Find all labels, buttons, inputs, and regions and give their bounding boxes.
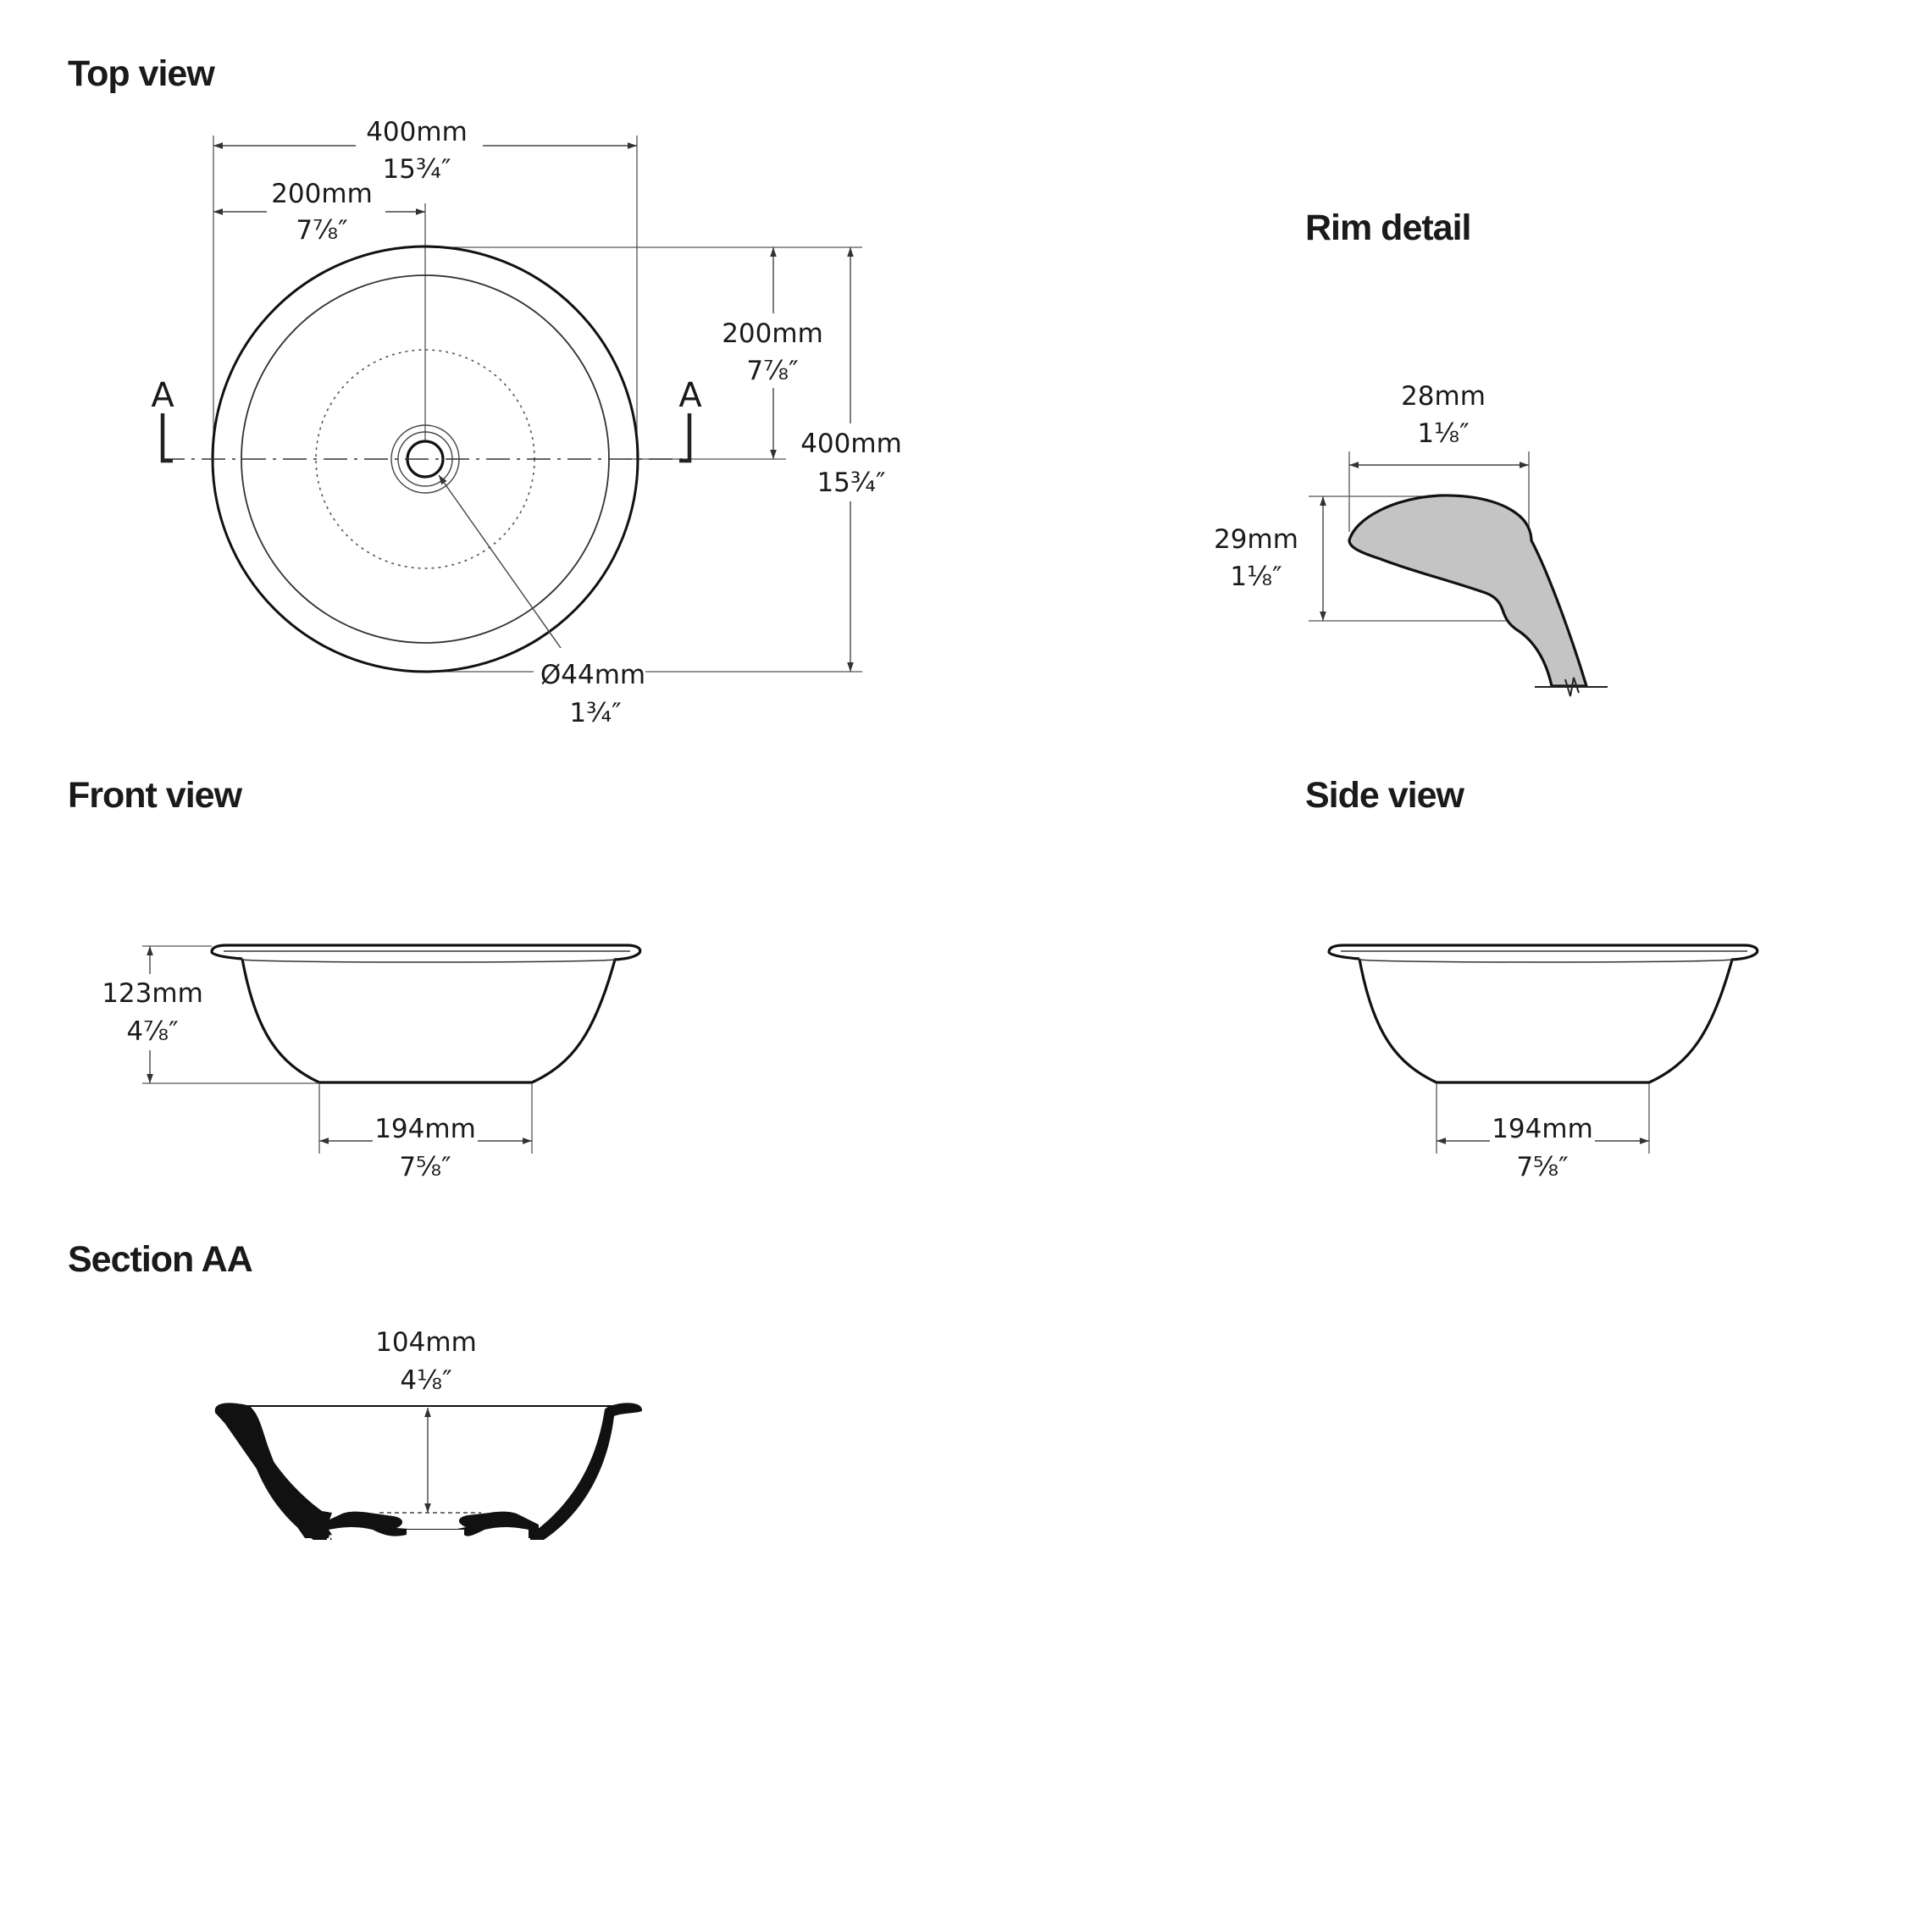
section-depth-mm-label: 104mm <box>375 1327 477 1358</box>
base-in-label: 7⅝″ <box>399 1152 451 1182</box>
basin-elevation-outline <box>210 944 642 1084</box>
rim-height-mm-label: 29mm <box>1214 524 1298 555</box>
depth-in-label: 15¾″ <box>817 468 885 498</box>
rim-profile-section <box>1348 494 1588 688</box>
section-left-wall <box>214 1403 332 1536</box>
section-marker-right <box>679 413 692 463</box>
drain-mm-label: Ø44mm <box>540 660 645 690</box>
top-view-title: Top view <box>68 53 215 94</box>
drain-in-label: 1¾″ <box>569 698 621 728</box>
section-base <box>318 1511 539 1538</box>
section-drain-opening <box>407 1531 452 1538</box>
depth-mm-label: 400mm <box>800 429 902 459</box>
half-width-mm-label: 200mm <box>271 179 373 209</box>
section-depth-in-label: 4⅛″ <box>400 1365 451 1396</box>
rim-width-in-label: 1⅛″ <box>1417 418 1469 449</box>
side-base-mm-label: 194mm <box>1492 1114 1593 1144</box>
rim-detail-title: Rim detail <box>1305 208 1471 248</box>
rim-width-mm-label: 28mm <box>1401 381 1486 412</box>
side-base-in-label: 7⅝″ <box>1516 1152 1568 1182</box>
rim-detail-view: Rim detail 28mm 1⅛″ 29mm 1⅛″ <box>1214 208 1608 697</box>
width-mm-label: 400mm <box>366 117 468 147</box>
side-view: Side view 194mm 7⅝″ <box>1305 775 1759 1184</box>
section-label-right: A <box>678 376 702 415</box>
width-in-label: 15¾″ <box>382 154 451 185</box>
half-depth-in-label: 7⅞″ <box>746 356 798 386</box>
height-mm-label: 123mm <box>102 978 203 1009</box>
drain-leader-line <box>438 474 562 649</box>
section-aa-title: Section AA <box>68 1239 252 1280</box>
section-marker-left <box>160 413 173 463</box>
front-view: Front view 123mm 4⅞″ 194mm 7⅝″ <box>68 775 642 1184</box>
section-aa-view: Section AA 104mm 4⅛″ <box>68 1239 643 1540</box>
half-depth-mm-label: 200mm <box>722 318 823 349</box>
break-symbol <box>1564 677 1580 697</box>
section-body <box>215 1403 332 1540</box>
section-label-left: A <box>151 376 174 415</box>
section-right-wall-body <box>530 1403 643 1540</box>
half-width-in-label: 7⅞″ <box>296 215 347 246</box>
section-left-wall-body <box>214 1403 327 1540</box>
base-mm-label: 194mm <box>374 1114 476 1144</box>
front-view-title: Front view <box>68 775 243 816</box>
side-view-title: Side view <box>1305 775 1465 816</box>
height-in-label: 4⅞″ <box>126 1016 178 1047</box>
top-view: Top view 400mm 15¾″ 200mm 7⅞″ 200mm 7⅞″ … <box>68 53 906 730</box>
rim-height-in-label: 1⅛″ <box>1230 562 1282 592</box>
basin-elevation-outline <box>1327 944 1759 1084</box>
